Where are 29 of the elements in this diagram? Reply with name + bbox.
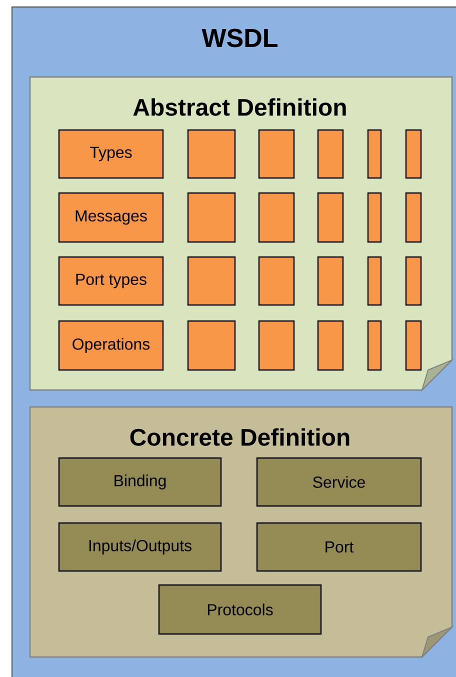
empty-box	[317, 320, 344, 371]
empty-box	[258, 256, 295, 306]
empty-box	[317, 192, 344, 243]
empty-box	[367, 256, 382, 306]
empty-box	[317, 129, 344, 179]
definition-box: Inputs/Outputs	[58, 522, 222, 572]
empty-box	[405, 320, 422, 371]
empty-box	[187, 320, 236, 371]
empty-box	[258, 320, 295, 371]
definition-box: Messages	[58, 192, 164, 243]
empty-box	[187, 192, 236, 243]
empty-box	[405, 256, 422, 306]
empty-box	[258, 192, 295, 243]
definition-box: Operations	[58, 320, 164, 371]
empty-box	[367, 320, 382, 371]
empty-box	[367, 192, 382, 243]
definition-box: Port types	[58, 256, 164, 306]
empty-box	[405, 129, 422, 179]
empty-box	[367, 129, 382, 179]
empty-box	[317, 256, 344, 306]
definition-box: Port	[256, 522, 422, 572]
definition-box: Service	[256, 457, 422, 507]
definition-box: Protocols	[158, 584, 322, 635]
empty-box	[405, 192, 422, 243]
definition-box: Types	[58, 129, 164, 179]
empty-box	[258, 129, 295, 179]
definition-box: Binding	[58, 457, 222, 507]
empty-box	[187, 129, 236, 179]
empty-box	[187, 256, 236, 306]
